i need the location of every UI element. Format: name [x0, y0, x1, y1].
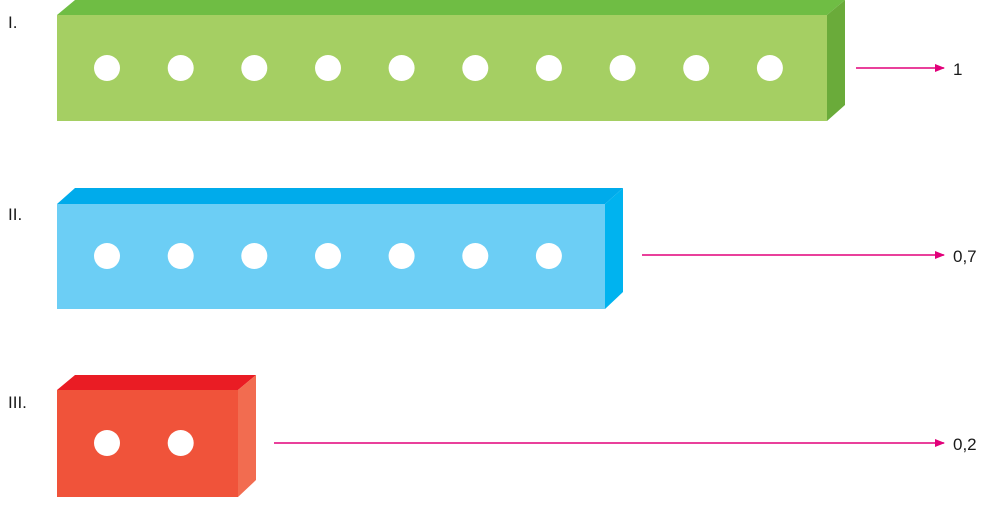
bar-2: [57, 188, 623, 309]
value-2: 0,7: [953, 247, 977, 266]
bar-1-dot: [610, 55, 636, 81]
row-3: III. 0,2: [8, 375, 977, 497]
bar-1-dot: [536, 55, 562, 81]
row-2: II. 0,7: [8, 188, 977, 309]
bar-3: [57, 375, 256, 497]
bar-2-top-face: [57, 188, 623, 204]
bar-2-dot: [168, 243, 194, 269]
value-1: 1: [953, 60, 962, 79]
bar-2-dot: [241, 243, 267, 269]
bar-1-top-face: [57, 0, 845, 15]
bar-1-dot: [757, 55, 783, 81]
bar-1-side-face: [827, 0, 845, 121]
value-3: 0,2: [953, 435, 977, 454]
bar-1-dot: [94, 55, 120, 81]
bar-2-dot: [389, 243, 415, 269]
bar-3-front-face: [57, 390, 238, 497]
bar-2-dot: [315, 243, 341, 269]
bar-1-dot: [241, 55, 267, 81]
bar-3-dot: [94, 430, 120, 456]
row-1-label: I.: [8, 13, 17, 32]
row-3-label: III.: [8, 393, 27, 412]
bar-3-side-face: [238, 375, 256, 497]
bar-2-dot: [536, 243, 562, 269]
bar-1: [57, 0, 845, 121]
row-1: I. 1: [8, 0, 962, 121]
bar-1-dot: [683, 55, 709, 81]
bar-1-dot: [462, 55, 488, 81]
bar-1-dot: [168, 55, 194, 81]
row-2-label: II.: [8, 205, 22, 224]
bar-3-dot: [168, 430, 194, 456]
bar-1-dot: [315, 55, 341, 81]
bar-2-side-face: [605, 188, 623, 309]
bar-2-dot: [462, 243, 488, 269]
bar-1-dot: [389, 55, 415, 81]
bar-2-dot: [94, 243, 120, 269]
bar-3-top-face: [57, 375, 256, 390]
